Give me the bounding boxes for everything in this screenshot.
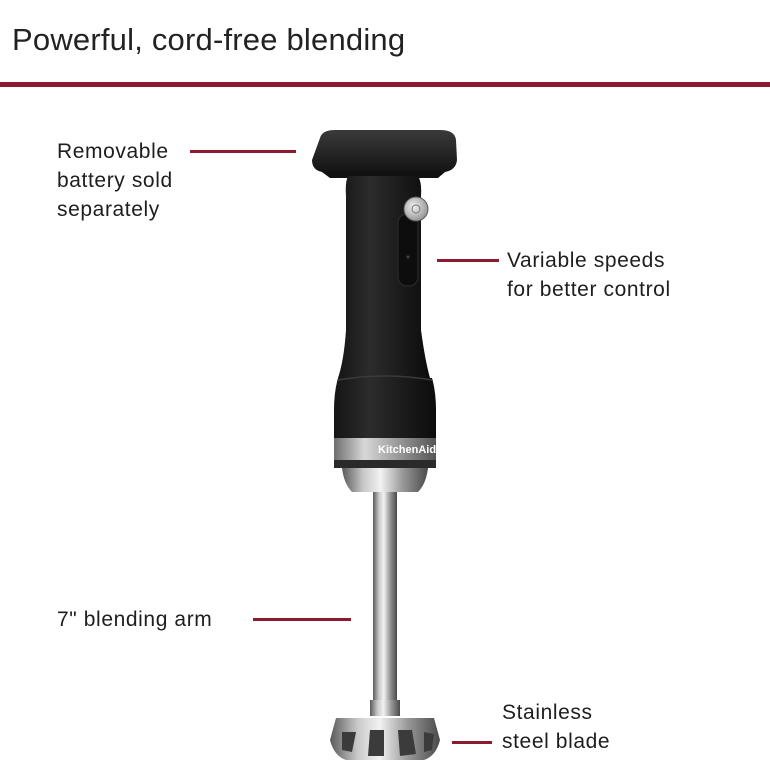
brand-logo: KitchenAid [378, 444, 436, 456]
title-divider [0, 82, 770, 87]
callout-leader-line [253, 618, 351, 621]
callout-variable-speeds: Variable speeds for better control [507, 249, 671, 301]
callout-leader-line [437, 259, 499, 262]
callout-blending-arm: 7" blending arm [57, 608, 213, 631]
callout-battery: Removable battery sold separately [57, 140, 173, 221]
callout-leader-line [452, 741, 492, 744]
page-title: Powerful, cord-free blending [12, 22, 406, 57]
callout-leader-line [190, 150, 296, 153]
callout-stainless-blade: Stainless steel blade [502, 701, 611, 753]
